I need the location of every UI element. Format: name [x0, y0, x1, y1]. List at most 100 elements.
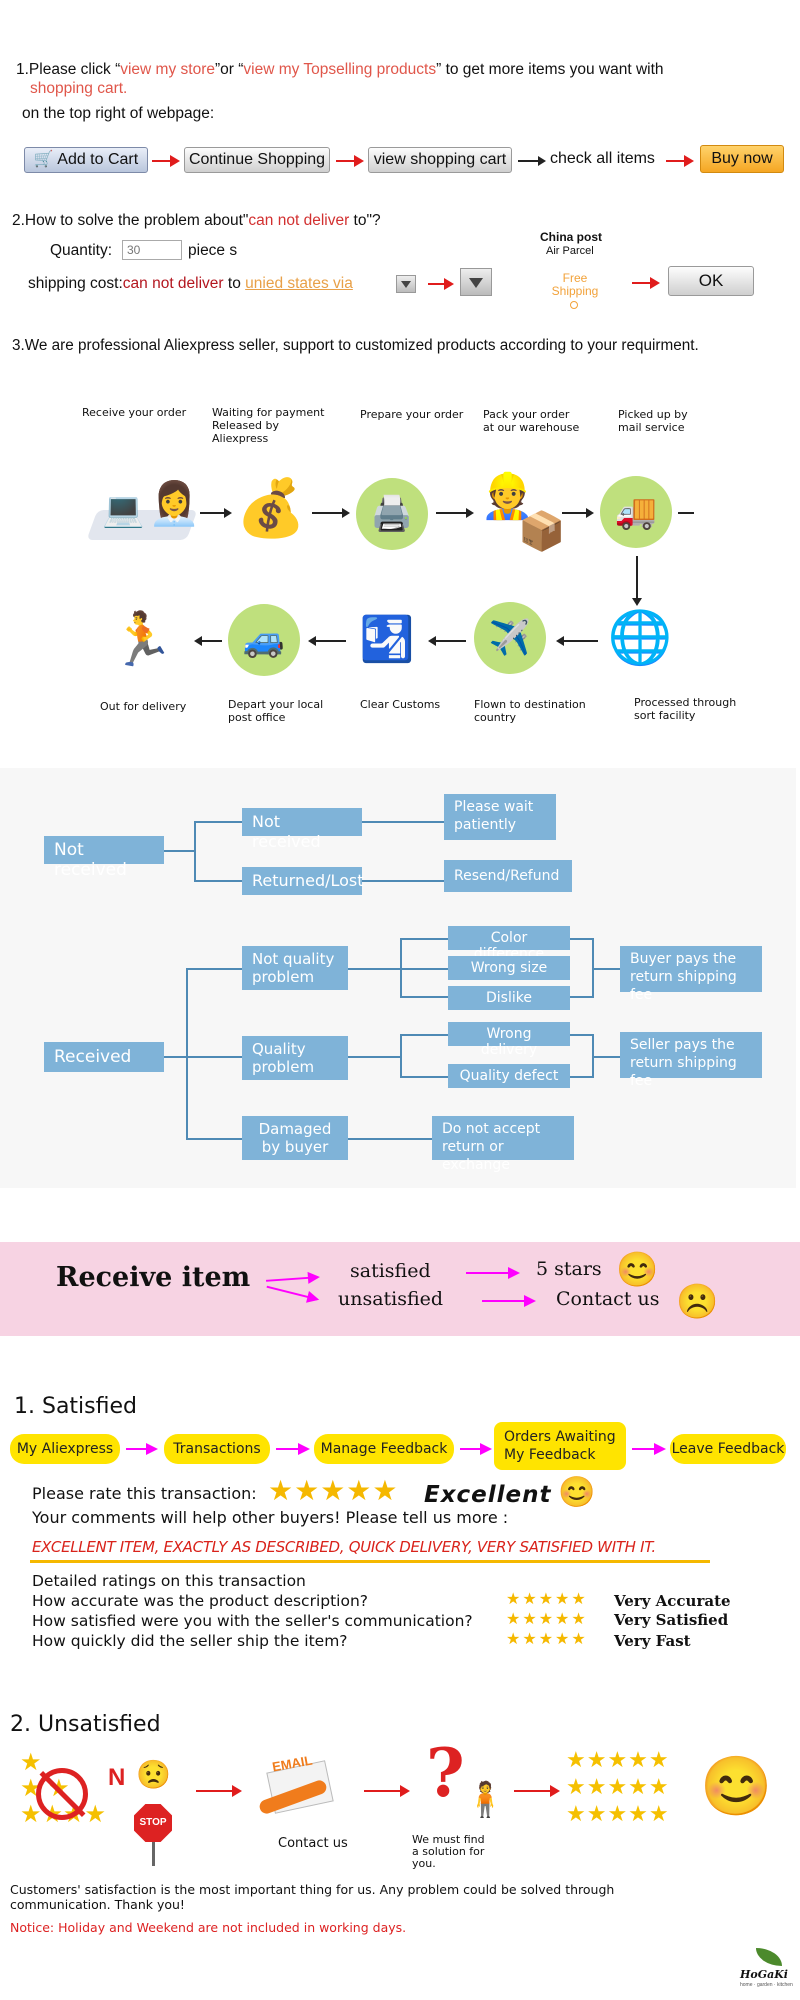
tree-do-not-accept: Do not accept return or exchange [432, 1116, 574, 1173]
tree-line [594, 1056, 620, 1058]
flow-arrow-icon [200, 508, 232, 518]
tree-line [186, 968, 188, 1140]
unsatisfied-heading: 2. Unsatisfied [10, 1712, 161, 1737]
tree-dislike: Dislike [448, 986, 570, 1010]
five-stars-label: 5 stars [536, 1258, 602, 1280]
tree-resend-refund: Resend/Refund [444, 860, 572, 892]
step-leave-feedback[interactable]: Leave Feedback [670, 1434, 786, 1464]
customs-icon: 🛂 [359, 615, 415, 664]
red-arrow-icon [632, 277, 660, 289]
red-arrow-icon [152, 155, 180, 167]
smile-face-icon: 😊 [616, 1251, 659, 1289]
magenta-arrow-icon [482, 1295, 536, 1307]
step-transactions[interactable]: Transactions [164, 1434, 270, 1464]
tree-not-received-child: Not received [242, 808, 362, 851]
hogaki-logo: HoGaKi home · garden · kitchen [740, 1948, 796, 1994]
magenta-arrow-icon [632, 1443, 666, 1455]
no-stars-icon: ★★ ★★★★★ [20, 1749, 107, 1828]
receive-item-band: Receive item satisfied unsatisfied 5 sta… [0, 1242, 800, 1336]
step-manage-feedback[interactable]: Manage Feedback [314, 1434, 454, 1464]
shopping-cart-link[interactable]: shopping cart. [30, 80, 128, 97]
printer-icon: 🖨️ [356, 478, 428, 550]
ok-button[interactable]: OK [668, 266, 754, 296]
smile-face-icon: 😊 [558, 1476, 596, 1509]
tree-line [570, 1034, 594, 1036]
shipping-country-link[interactable]: unied states via [245, 275, 353, 292]
rating-stars-icon[interactable]: ★★★★★ [268, 1475, 399, 1506]
answer-1: Very Accurate [614, 1592, 731, 1610]
stop-sign-icon: STOP [134, 1804, 172, 1842]
step-orders-awaiting[interactable]: Orders Awaiting My Feedback [494, 1422, 626, 1470]
section1-text: 1.Please click “view my store”or “view m… [16, 61, 664, 97]
tree-line [362, 880, 444, 882]
tree-please-wait: Please wait patiently [444, 794, 556, 840]
car-icon: 🚙 [228, 604, 300, 676]
tree-line [400, 968, 448, 970]
tree-buyer-pays: Buyer pays the return shipping fee [620, 946, 762, 1003]
flow-arrow-icon [562, 508, 594, 518]
answer-2: Very Satisfied [614, 1611, 729, 1629]
red-arrow-icon [666, 155, 694, 167]
section2-title: 2.How to solve the problem about"can not… [12, 212, 381, 229]
tree-not-quality-problem: Not quality problem [242, 946, 348, 990]
view-my-store-link[interactable]: view my store [120, 61, 215, 78]
leaf-icon [756, 1948, 782, 1966]
step-caption: Prepare your order [360, 408, 464, 421]
email-icon: EMAIL [257, 1753, 342, 1820]
quantity-input[interactable] [122, 240, 182, 260]
view-shopping-cart-button[interactable]: view shopping cart [368, 147, 512, 173]
tree-line [400, 996, 448, 998]
money-bag-icon: 💰 [236, 476, 306, 539]
question-1: How accurate was the product description… [32, 1592, 369, 1610]
add-to-cart-button[interactable]: 🛒 Add to Cart [24, 147, 148, 173]
red-arrow-icon [196, 1785, 242, 1797]
contact-us-label: Contact us [556, 1288, 660, 1310]
satisfaction-message: Customers' satisfaction is the most impo… [10, 1882, 615, 1912]
magenta-arrow-icon [126, 1443, 158, 1455]
rate-label: Please rate this transaction: [32, 1484, 257, 1503]
dropdown-small-button[interactable] [396, 275, 416, 293]
step-caption: Picked up by mail service [618, 408, 688, 434]
airplane-icon: ✈️ [474, 602, 546, 674]
question-2: How satisfied were you with the seller's… [32, 1612, 473, 1630]
buy-now-button[interactable]: Buy now [700, 145, 784, 173]
radio-icon[interactable] [570, 301, 578, 309]
tree-line [570, 1076, 594, 1078]
frown-face-icon: ☹️ [676, 1283, 719, 1321]
red-arrow-icon [428, 278, 454, 290]
dropdown-large-button[interactable] [460, 268, 492, 296]
continue-shopping-button[interactable]: Continue Shopping [184, 147, 330, 173]
truck-icon: 🚚 [600, 476, 672, 548]
tree-line [348, 1056, 400, 1058]
step-my-aliexpress[interactable]: My Aliexpress [10, 1434, 120, 1464]
view-topselling-link[interactable]: view my Topselling products [243, 61, 437, 78]
quantity-label: Quantity: [50, 242, 113, 259]
step-caption: Flown to destination country [474, 698, 586, 724]
detailed-label: Detailed ratings on this transaction [32, 1572, 306, 1590]
flow-line [678, 512, 694, 514]
tree-line [570, 996, 594, 998]
step-caption: Pack your order at our warehouse [483, 408, 580, 434]
rating-stars-icon: ★★★★★★★★★★★★★★★ [506, 1591, 588, 1648]
tree-line [570, 938, 594, 940]
tree-line [348, 1138, 432, 1140]
example-comment: EXCELLENT ITEM, EXACTLY AS DESCRIBED, QU… [32, 1538, 656, 1556]
courier-package-icon: 👷 📦 [480, 472, 566, 553]
tree-line [592, 938, 594, 998]
quantity-unit: piece s [188, 242, 238, 259]
tree-line [164, 1056, 186, 1058]
question-3: How quickly did the seller ship the item… [32, 1632, 348, 1650]
tree-quality-problem: Quality problem [242, 1036, 348, 1080]
contact-us-caption: Contact us [278, 1836, 348, 1851]
delivery-runner-icon: 🏃 [109, 611, 175, 669]
step-caption: Out for delivery [100, 700, 187, 713]
tree-damaged-by-buyer: Damaged by buyer [242, 1116, 348, 1160]
step-caption: Receive your order [82, 406, 187, 419]
magenta-arrow-icon [460, 1443, 492, 1455]
tree-not-received: Not received [44, 836, 164, 880]
tree-line [186, 1056, 242, 1058]
excellent-label: Excellent [424, 1482, 552, 1508]
tree-line [400, 938, 448, 940]
chevron-down-icon [469, 278, 483, 288]
flow-arrow-icon [194, 636, 222, 646]
